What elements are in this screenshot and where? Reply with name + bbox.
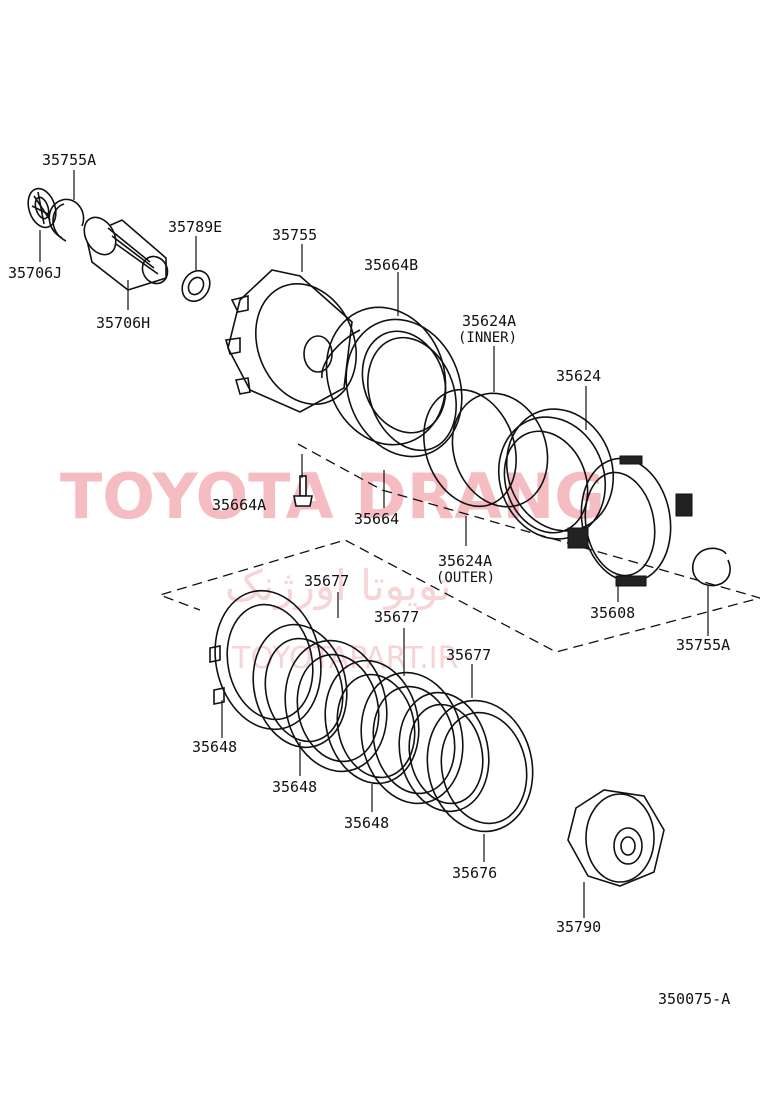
label-35755A-right: 35755A <box>676 636 730 654</box>
clutch-plate-35648-a <box>209 589 322 731</box>
label-35624A-outer-note: (OUTER) <box>436 570 495 586</box>
label-35648-b: 35648 <box>272 778 317 796</box>
snap-ring-35755A-top <box>48 198 85 242</box>
clutch-drum-35755 <box>224 269 358 413</box>
clutch-plate-35648-c <box>360 671 464 805</box>
label-35624A-outer: 35624A <box>438 552 492 570</box>
label-35664B: 35664B <box>364 256 418 274</box>
watermark-brand: TOYOTA DRANG <box>60 460 605 533</box>
label-35664: 35664 <box>354 510 399 528</box>
flange-35676 <box>426 699 534 833</box>
piston-35664 <box>361 330 447 434</box>
label-35677-c: 35677 <box>446 646 491 664</box>
label-35755: 35755 <box>272 226 317 244</box>
figure-code: 350075-A <box>658 990 730 1008</box>
label-35789E: 35789E <box>168 218 222 236</box>
clutch-hub-35790 <box>567 789 665 887</box>
watermark: TOYOTA DRANG تویوتا اورژنک TOYOTAPART.IR <box>60 460 605 676</box>
label-35608: 35608 <box>590 604 635 622</box>
clutch-disc-35677-b <box>324 659 420 785</box>
label-35677-a: 35677 <box>304 572 349 590</box>
label-35624A-inner: 35624A <box>462 312 516 330</box>
label-35706J: 35706J <box>8 264 62 282</box>
label-35676: 35676 <box>452 864 497 882</box>
leader-lines <box>39 170 709 918</box>
label-35664A: 35664A <box>212 496 266 514</box>
clutch-plate-35648-b <box>284 639 388 773</box>
label-35790: 35790 <box>556 918 601 936</box>
bearing-35706J <box>27 187 57 229</box>
washer-35789E <box>181 269 211 303</box>
label-35755A-top: 35755A <box>42 151 96 169</box>
label-35648-c: 35648 <box>344 814 389 832</box>
label-35648-a: 35648 <box>192 738 237 756</box>
clutch-disc-35677-c <box>398 691 490 813</box>
watermark-site: TOYOTAPART.IR <box>231 641 458 676</box>
label-35677-b: 35677 <box>374 608 419 626</box>
snap-ring-35755A-right <box>691 547 731 587</box>
clutch-disc-35677-a <box>252 623 348 749</box>
label-35624A-inner-note: (INNER) <box>458 330 517 346</box>
return-spring-35608 <box>567 455 693 587</box>
bleeder-35664A <box>293 475 313 507</box>
label-35706H: 35706H <box>96 314 150 332</box>
label-35624: 35624 <box>556 367 601 385</box>
part-labels: 35755A 35706J 35706H 35789E 35755 35664B… <box>8 151 730 1008</box>
shaft-35706H <box>83 216 169 291</box>
